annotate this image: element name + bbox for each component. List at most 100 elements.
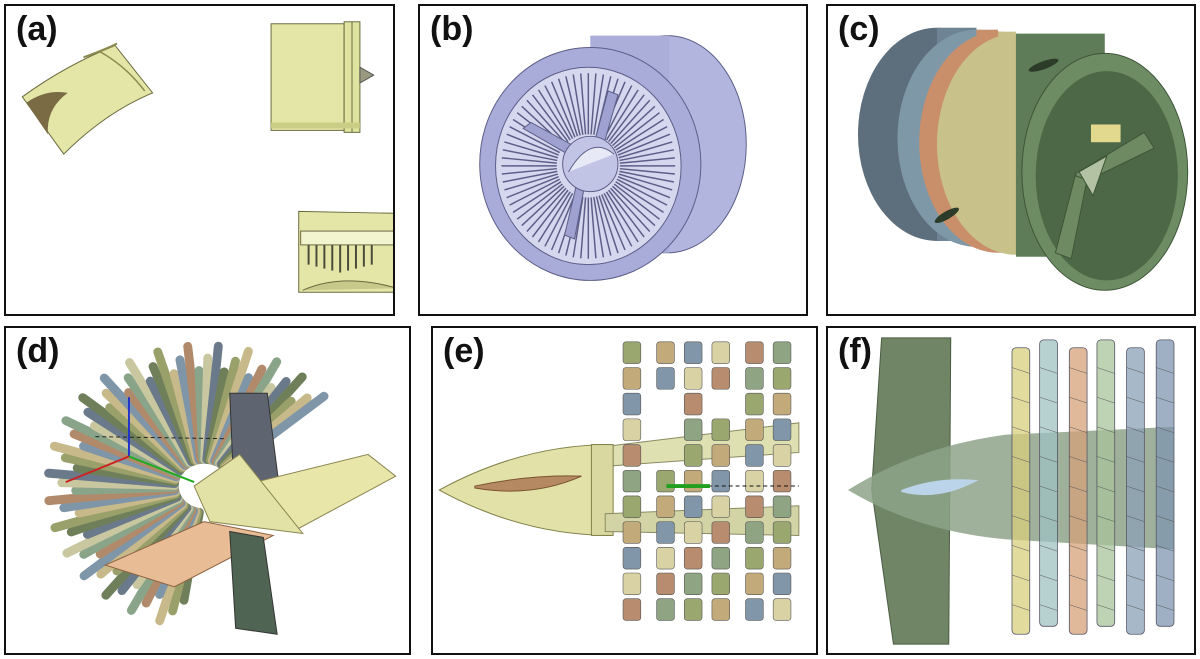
fan-blade [521, 185, 565, 227]
column-segment [622, 572, 642, 596]
fan-blade [516, 183, 563, 220]
column-segment [622, 521, 642, 544]
column-vane [1011, 367, 1030, 374]
fan-blade [619, 170, 675, 183]
column-segment [745, 547, 764, 570]
column-segment [745, 521, 764, 544]
fan-blade [605, 89, 639, 141]
fan-blade [605, 191, 639, 243]
column-segment [711, 341, 731, 364]
column-segment [772, 521, 792, 544]
column-vane [1069, 604, 1088, 611]
column-vane [1039, 604, 1058, 611]
column-segment [656, 495, 675, 518]
stator-column [1011, 347, 1031, 635]
fan-blade [593, 74, 605, 135]
column-vane [1126, 515, 1145, 522]
fan-blade [593, 196, 605, 258]
fan-blade [616, 178, 668, 206]
fan-blade [550, 81, 576, 138]
panel-a-drawing [21, 21, 393, 293]
panel-label-f: (f) [838, 332, 872, 370]
column-segment [656, 598, 675, 621]
panel-f-drawing [848, 337, 1175, 645]
column-segment [683, 367, 703, 390]
panel-label-d: (d) [16, 332, 60, 370]
column-vane [1126, 604, 1145, 611]
column-vane [1156, 545, 1175, 552]
column-segment [683, 547, 703, 570]
column-segment [656, 469, 675, 493]
column-segment [683, 521, 703, 544]
column-segment [745, 598, 764, 621]
fan-blade [600, 194, 626, 251]
column-segment [656, 547, 675, 570]
fan-blade [590, 197, 597, 259]
column-segment [656, 521, 675, 544]
column-vane [1011, 604, 1030, 611]
stator-column [1039, 339, 1058, 627]
column-segment [772, 418, 792, 441]
panel-label-c: (c) [838, 10, 880, 48]
fan-blade [617, 133, 671, 156]
panel-c: (c) [826, 4, 1196, 316]
column-vane [1069, 396, 1088, 404]
column-vane [1126, 574, 1145, 582]
fan-blade [580, 73, 587, 135]
fan-blade [531, 189, 569, 238]
panel-a: (a) [4, 4, 395, 316]
column-segment [772, 469, 792, 493]
fan-blade [502, 149, 558, 162]
column-vane [1156, 604, 1175, 611]
fan-blade [504, 141, 559, 159]
fan-blade [598, 195, 619, 254]
column-vane [1096, 426, 1115, 433]
column-vane [1126, 456, 1145, 463]
column-vane [1069, 515, 1088, 522]
column-vane [1011, 456, 1030, 463]
column-vane [1156, 396, 1175, 404]
column-vane [1096, 604, 1115, 611]
fan-blade [550, 194, 576, 251]
fan-blade [590, 73, 597, 135]
column-segment [656, 367, 675, 390]
stator-columns [622, 341, 792, 621]
panel-f: (f) [826, 326, 1196, 655]
column-vane [1156, 574, 1175, 582]
column-segment [622, 547, 642, 570]
fan-blade [608, 94, 645, 143]
fan-blade [501, 167, 557, 175]
column-segment [656, 572, 675, 596]
column-segment [656, 341, 675, 364]
fan-blade [526, 99, 567, 145]
panel-c-drawing [857, 27, 1189, 291]
column-segment [745, 469, 764, 493]
fan-blade [618, 141, 673, 159]
fan-blade [572, 74, 584, 135]
column-segment [683, 392, 703, 416]
column-vane [1039, 426, 1058, 433]
duct-cutaway-view [298, 210, 393, 293]
column-vane [1156, 426, 1175, 433]
column-segment [745, 392, 764, 416]
column-segment [622, 469, 642, 493]
fan-blade [619, 167, 675, 175]
panel-e-drawing [438, 341, 800, 621]
panel-label-e: (e) [443, 332, 485, 370]
column-vane [1156, 367, 1175, 374]
column-vane [1011, 426, 1030, 433]
column-segment [772, 495, 792, 518]
column-segment [683, 572, 703, 596]
column-vane [1096, 574, 1115, 582]
column-segment [622, 418, 642, 441]
column-vane [1069, 367, 1088, 374]
fan-blade [512, 181, 562, 213]
column-vane [1039, 574, 1058, 582]
duct-side-view [270, 21, 375, 133]
fan-blade [572, 196, 584, 258]
fan-blade [612, 185, 656, 227]
nose-cone [193, 453, 304, 535]
column-segment [772, 598, 792, 621]
fan-blade [504, 173, 559, 191]
column-vane [1096, 367, 1115, 374]
